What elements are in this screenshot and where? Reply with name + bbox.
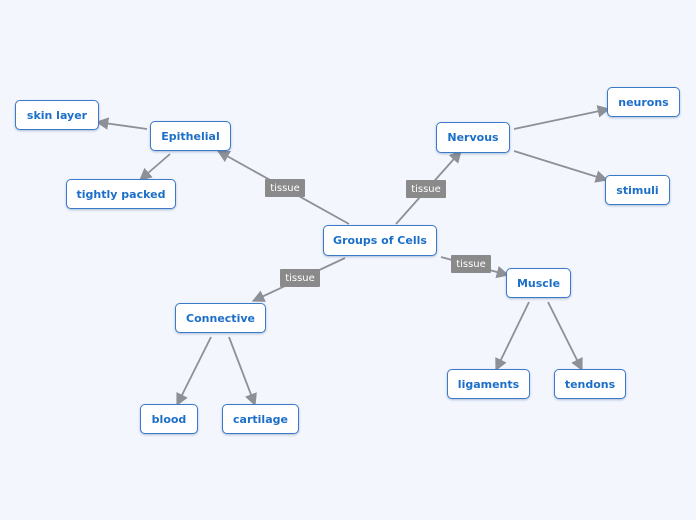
edge-muscle-tendons xyxy=(547,301,583,372)
node-groups-of-cells[interactable]: Groups of Cells xyxy=(323,225,437,256)
node-ligaments[interactable]: ligaments xyxy=(447,369,530,399)
relation-tag-connective: tissue xyxy=(280,269,320,287)
edge-muscle-ligaments xyxy=(495,301,530,372)
node-connective[interactable]: Connective xyxy=(175,303,266,333)
node-muscle[interactable]: Muscle xyxy=(506,268,571,298)
node-skin-layer[interactable]: skin layer xyxy=(15,100,99,130)
relation-tag-nervous: tissue xyxy=(406,180,446,198)
edge-epithelial-tightly-packed xyxy=(139,153,171,181)
node-tightly-packed[interactable]: tightly packed xyxy=(66,179,176,209)
relation-tag-muscle: tissue xyxy=(451,255,491,273)
node-cartilage[interactable]: cartilage xyxy=(222,404,299,434)
node-neurons[interactable]: neurons xyxy=(607,87,680,117)
node-nervous[interactable]: Nervous xyxy=(436,122,510,153)
edge-connective-blood xyxy=(176,336,212,407)
node-tendons[interactable]: tendons xyxy=(554,369,626,399)
edge-nervous-stimuli xyxy=(513,150,609,183)
node-stimuli[interactable]: stimuli xyxy=(605,175,670,205)
node-blood[interactable]: blood xyxy=(140,404,198,434)
edge-epithelial-skin-layer xyxy=(95,117,148,130)
edge-nervous-neurons xyxy=(513,105,611,130)
relation-tag-epithelial: tissue xyxy=(265,179,305,197)
edge-connective-cartilage xyxy=(228,336,257,407)
node-epithelial[interactable]: Epithelial xyxy=(150,121,231,151)
